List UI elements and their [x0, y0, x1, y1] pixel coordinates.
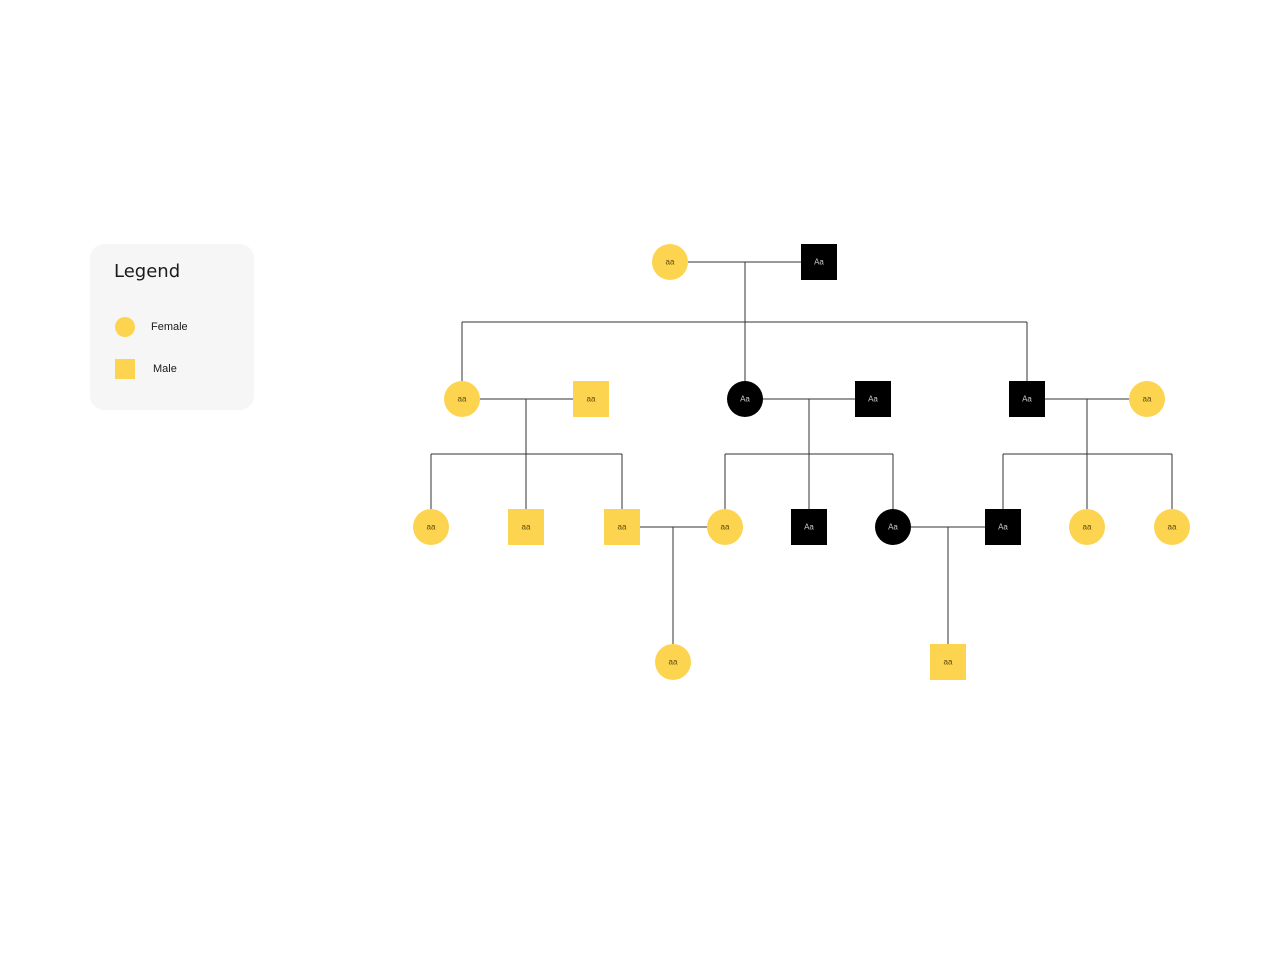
- legend-title: Legend: [114, 261, 181, 282]
- pedigree-node-g3e[interactable]: Aa: [791, 509, 827, 545]
- genotype-label: Aa: [888, 523, 898, 532]
- genotype-label: aa: [522, 523, 531, 532]
- genotype-label: aa: [944, 658, 953, 667]
- genotype-label: Aa: [814, 258, 824, 267]
- pedigree-node-g2d[interactable]: Aa: [855, 381, 891, 417]
- pedigree-node-g2f[interactable]: aa: [1129, 381, 1165, 417]
- pedigree-node-g4b[interactable]: aa: [930, 644, 966, 680]
- genotype-label: aa: [669, 658, 678, 667]
- genotype-label: aa: [458, 395, 467, 404]
- male-node-square: [1009, 381, 1045, 417]
- genotype-label: Aa: [740, 395, 750, 404]
- female-node-circle: [444, 381, 480, 417]
- male-node-square: [573, 381, 609, 417]
- female-node-circle: [413, 509, 449, 545]
- genotype-label: aa: [587, 395, 596, 404]
- genotype-label: aa: [1143, 395, 1152, 404]
- female-node-circle: [1129, 381, 1165, 417]
- genotype-label: Aa: [868, 395, 878, 404]
- male-node-square: [801, 244, 837, 280]
- female-node-circle: [707, 509, 743, 545]
- male-node-square: [791, 509, 827, 545]
- legend-male-label: Male: [153, 363, 177, 375]
- male-node-square: [604, 509, 640, 545]
- pedigree-node-g2b[interactable]: aa: [573, 381, 609, 417]
- pedigree-links: [430, 261, 1173, 644]
- genotype-label: aa: [1168, 523, 1177, 532]
- legend-item-female: Female: [115, 317, 188, 337]
- pedigree-node-g4a[interactable]: aa: [655, 644, 691, 680]
- legend-panel: Legend Female Male: [90, 244, 254, 410]
- female-node-circle: [1154, 509, 1190, 545]
- genotype-label: aa: [427, 523, 436, 532]
- genotype-label: aa: [1083, 523, 1092, 532]
- female-node-circle: [1069, 509, 1105, 545]
- female-node-circle: [727, 381, 763, 417]
- legend-item-male: Male: [115, 359, 177, 379]
- pedigree-node-g3h[interactable]: aa: [1069, 509, 1105, 545]
- male-node-square: [855, 381, 891, 417]
- pedigree-node-g3i[interactable]: aa: [1154, 509, 1190, 545]
- pedigree-node-g3d[interactable]: aa: [707, 509, 743, 545]
- genotype-label: Aa: [1022, 395, 1032, 404]
- legend-female-label: Female: [151, 321, 188, 333]
- pedigree-node-g2e[interactable]: Aa: [1009, 381, 1045, 417]
- female-node-circle: [655, 644, 691, 680]
- pedigree-node-g3a[interactable]: aa: [413, 509, 449, 545]
- genotype-label: Aa: [998, 523, 1008, 532]
- female-node-circle: [875, 509, 911, 545]
- male-node-square: [508, 509, 544, 545]
- pedigree-node-g1m[interactable]: Aa: [801, 244, 837, 280]
- genotype-label: aa: [721, 523, 730, 532]
- pedigree-node-g3b[interactable]: aa: [508, 509, 544, 545]
- genotype-label: aa: [666, 258, 675, 267]
- pedigree-node-g3c[interactable]: aa: [604, 509, 640, 545]
- genotype-label: Aa: [804, 523, 814, 532]
- pedigree-node-g3g[interactable]: Aa: [985, 509, 1021, 545]
- genotype-label: aa: [618, 523, 627, 532]
- pedigree-node-g1f[interactable]: aa: [652, 244, 688, 280]
- male-square-icon: [115, 359, 135, 379]
- pedigree-node-g2c[interactable]: Aa: [727, 381, 763, 417]
- male-node-square: [930, 644, 966, 680]
- pedigree-node-g2a[interactable]: aa: [444, 381, 480, 417]
- male-node-square: [985, 509, 1021, 545]
- female-circle-icon: [115, 317, 135, 337]
- female-node-circle: [652, 244, 688, 280]
- pedigree-node-g3f[interactable]: Aa: [875, 509, 911, 545]
